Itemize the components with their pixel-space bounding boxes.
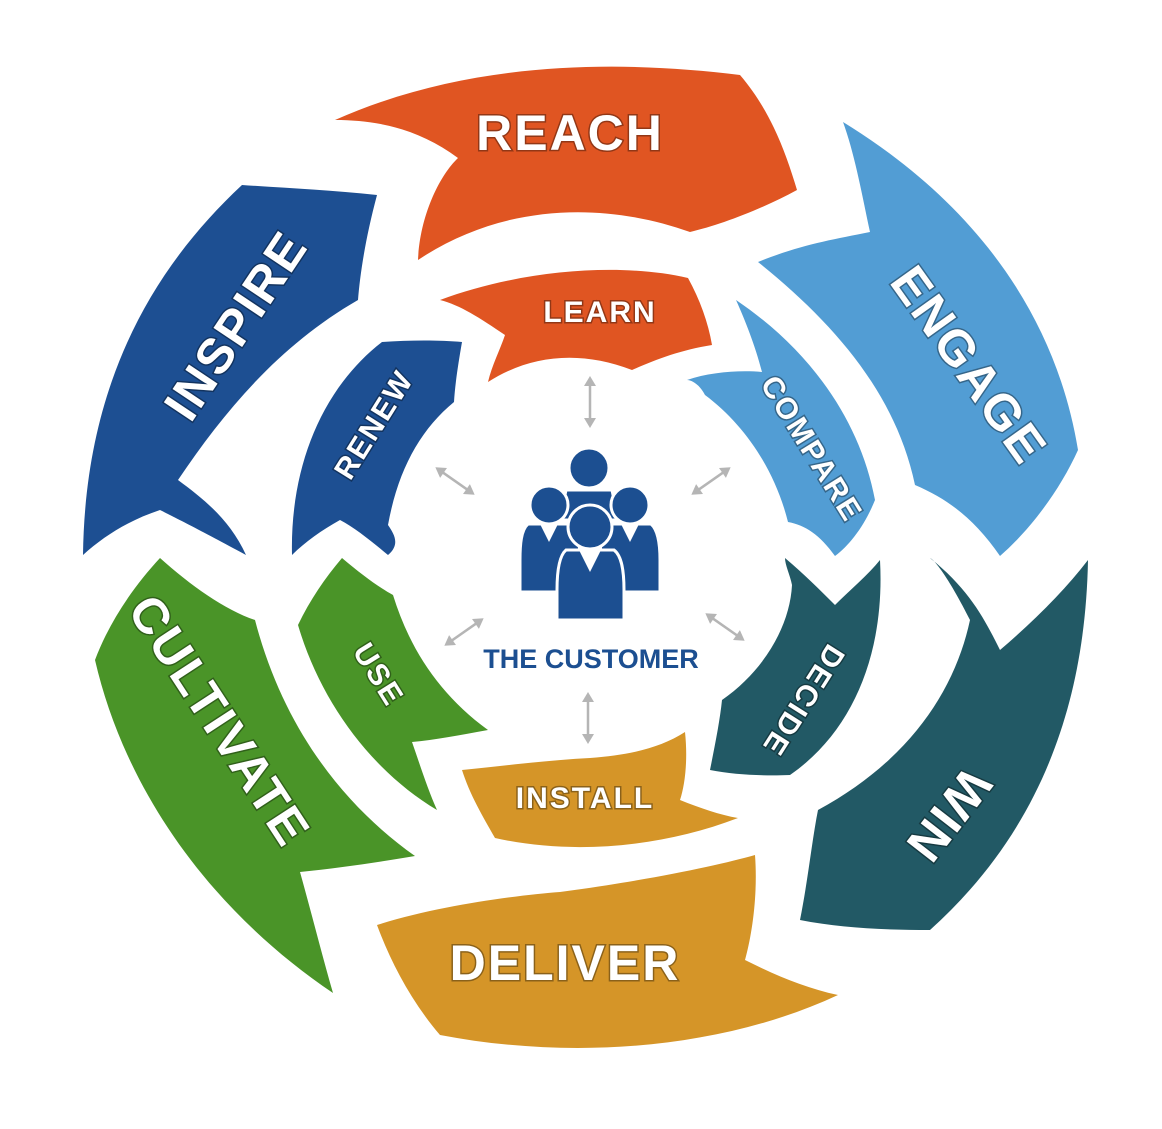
label-install: INSTALL [514, 781, 653, 817]
segment-renew-shape [291, 340, 462, 555]
segment-win-shape [800, 558, 1088, 930]
label-learn: LEARN [542, 295, 656, 331]
segment-renew[interactable]: RENEW [291, 340, 462, 556]
segment-learn[interactable]: LEARN [440, 269, 712, 382]
double-arrow-icon [435, 467, 475, 495]
segment-inspire-shape [83, 185, 377, 555]
segment-cultivate-shape [95, 558, 415, 993]
double-arrow-icon [705, 613, 745, 641]
segment-decide-shape [710, 558, 881, 776]
double-arrow-icon [584, 376, 596, 428]
segment-reach-shape [335, 66, 797, 261]
inner-ring: LEARN COMPARE DECIDE INSTALL USE [291, 269, 881, 848]
segment-engage-shape [758, 122, 1078, 556]
center-label: THE CUSTOMER [483, 644, 699, 674]
segment-use-shape [298, 558, 488, 810]
segment-win[interactable]: WIN [800, 558, 1088, 930]
svg-text:DELIVER: DELIVER [450, 935, 681, 991]
label-reach: REACH [475, 104, 664, 163]
segment-decide[interactable]: DECIDE [710, 558, 881, 776]
people-group-icon [518, 446, 662, 622]
segment-install-shape [462, 732, 738, 848]
svg-text:INSTALL: INSTALL [516, 782, 654, 815]
segment-deliver-shape [377, 855, 838, 1048]
double-arrow-icon [582, 692, 594, 744]
connectors [435, 376, 745, 744]
segment-reach[interactable]: REACH [335, 66, 797, 261]
segment-use[interactable]: USE [298, 558, 488, 810]
center-hub[interactable]: THE CUSTOMER [483, 446, 699, 674]
person-front [555, 503, 626, 622]
double-arrow-icon [691, 467, 731, 495]
segment-install[interactable]: INSTALL [462, 732, 738, 848]
double-arrow-icon [444, 618, 484, 646]
label-deliver: DELIVER [448, 934, 680, 993]
svg-text:REACH: REACH [476, 105, 664, 161]
segment-compare-shape [687, 300, 875, 556]
segment-learn-shape [440, 269, 712, 382]
segment-deliver[interactable]: DELIVER [377, 855, 838, 1048]
svg-text:LEARN: LEARN [543, 296, 656, 329]
